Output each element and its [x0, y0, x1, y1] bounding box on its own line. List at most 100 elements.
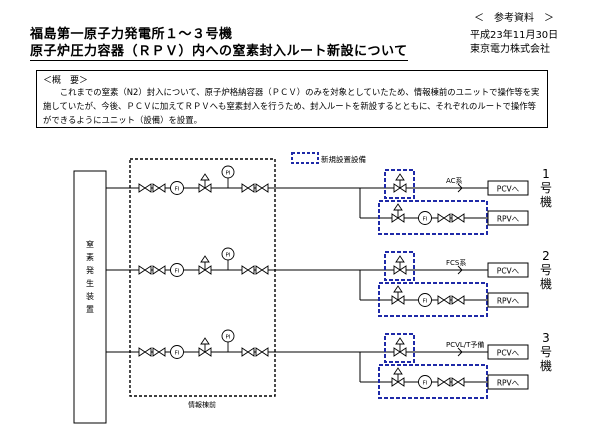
unit-label-2: 機 [540, 276, 552, 291]
pressure-gauge-icon [221, 247, 235, 261]
new-rpv-line-box-1 [378, 200, 488, 235]
nitrogen-generator-label: 発 [86, 266, 94, 275]
new-rpv-line-box-2 [378, 282, 488, 317]
flow-indicator-label: FI [423, 381, 428, 387]
nitrogen-generator-label: 生 [86, 278, 94, 288]
document-date: 平成23年11月30日 [470, 30, 559, 41]
unit-label-3: 3 [542, 331, 550, 345]
regulator-actuator-icon [393, 285, 403, 293]
new-rpv-line-box-3 [378, 364, 488, 399]
pressure-gauge-label: PI [226, 335, 231, 341]
flow-indicator-label: FI [175, 269, 180, 275]
pcv-destination-box-1 [487, 180, 529, 196]
new-pcv-valve-box-3 [384, 333, 415, 363]
valve-icon [393, 347, 407, 357]
flow-indicator-icon [170, 181, 184, 195]
valve-icon [393, 183, 407, 193]
valve-icon [255, 183, 269, 193]
valve-icon [451, 213, 465, 223]
nitrogen-generator-label: 素 [86, 252, 94, 262]
valve-icon [241, 265, 255, 275]
system-label-3: PCVL/T予備 [446, 340, 484, 349]
flow-indicator-icon [418, 211, 432, 225]
regulator-actuator-icon [393, 203, 403, 211]
building-label: 情報棟前 [188, 400, 216, 409]
valve-icon [198, 183, 212, 193]
document-title-line1: 福島第一原子力発電所１～３号機 [30, 27, 233, 42]
valve-icon [437, 377, 451, 387]
flow-indicator-label: FI [423, 299, 428, 305]
new-pcv-valve-box-1 [384, 169, 415, 199]
nitrogen-generator-box [73, 170, 107, 424]
new-pcv-valve-box-2 [384, 251, 415, 281]
valve-icon [198, 265, 212, 275]
valve-icon [152, 347, 166, 357]
rpv-destination-label-3: RPVへ [497, 379, 520, 388]
summary-heading: ＜概 要＞ [43, 76, 89, 86]
check-valve-icon [457, 265, 463, 275]
document-title-line2: 原子炉圧力容器（ＲＰＶ）内への窒素封入ルート新設について [30, 40, 408, 61]
valve-icon [138, 265, 152, 275]
pcv-destination-label-1: PCVへ [497, 185, 520, 194]
flow-indicator-icon [418, 293, 432, 307]
regulator-actuator-icon [393, 367, 403, 375]
pcv-destination-box-2 [487, 262, 529, 278]
rpv-destination-box-3 [487, 374, 529, 390]
regulator-actuator-icon [395, 173, 405, 181]
system-label-2: FCS系 [446, 258, 466, 267]
regulator-actuator-icon [395, 255, 405, 263]
rpv-destination-label-1: RPVへ [497, 215, 520, 224]
summary-box: ＜概 要＞ これまでの窒素（N2）封入について、原子炉格納容器（ＰＣＶ）のみを対… [36, 70, 548, 128]
valve-icon [152, 183, 166, 193]
valve-icon [241, 347, 255, 357]
legend-new-equipment-label: 新規設置設備 [321, 154, 366, 164]
nitrogen-generator-label: 装 [86, 291, 94, 301]
reference-label: ＜ 参考資料 ＞ [474, 13, 554, 24]
nitrogen-generator-label: 置 [86, 305, 94, 314]
building-unit-enclosure [129, 158, 276, 397]
company-name: 東京電力株式会社 [470, 44, 550, 55]
unit-label-3: 機 [540, 358, 552, 373]
regulator-actuator-icon [395, 337, 405, 345]
pcv-destination-label-3: PCVへ [497, 349, 520, 358]
pcv-destination-label-2: PCVへ [497, 267, 520, 276]
flow-indicator-icon [170, 345, 184, 359]
valve-icon [437, 295, 451, 305]
valve-icon [138, 183, 152, 193]
valve-icon [437, 213, 451, 223]
rpv-destination-label-2: RPVへ [497, 297, 520, 306]
regulator-actuator-icon [200, 173, 210, 181]
pcv-destination-box-3 [487, 344, 529, 360]
pressure-gauge-label: PI [226, 171, 231, 177]
unit-label-1: 1 [542, 167, 550, 181]
rpv-destination-box-2 [487, 292, 529, 308]
unit-label-1: 機 [540, 194, 552, 209]
valve-icon [391, 377, 405, 387]
valve-icon [391, 295, 405, 305]
valve-icon [198, 347, 212, 357]
check-valve-icon [457, 183, 463, 193]
unit-label-2: 号 [540, 263, 552, 277]
pressure-gauge-label: PI [226, 253, 231, 259]
regulator-actuator-icon [200, 337, 210, 345]
flow-indicator-icon [170, 263, 184, 277]
summary-body: これまでの窒素（N2）封入について、原子炉格納容器（ＰＣＶ）のみを対象としていた… [43, 87, 540, 125]
nitrogen-generator-label: 窒 [86, 239, 94, 249]
flow-indicator-label: FI [175, 351, 180, 357]
valve-icon [255, 347, 269, 357]
flow-indicator-icon [418, 375, 432, 389]
valve-icon [152, 265, 166, 275]
flow-indicator-label: FI [423, 217, 428, 223]
legend-new-equipment-swatch [291, 152, 319, 164]
system-label-1: AC系 [446, 176, 463, 185]
pressure-gauge-icon [221, 165, 235, 179]
regulator-actuator-icon [200, 255, 210, 263]
valve-icon [255, 265, 269, 275]
valve-icon [451, 295, 465, 305]
unit-label-2: 2 [542, 249, 550, 263]
valve-icon [393, 265, 407, 275]
unit-label-3: 号 [540, 345, 552, 359]
valve-icon [391, 213, 405, 223]
valve-icon [241, 183, 255, 193]
